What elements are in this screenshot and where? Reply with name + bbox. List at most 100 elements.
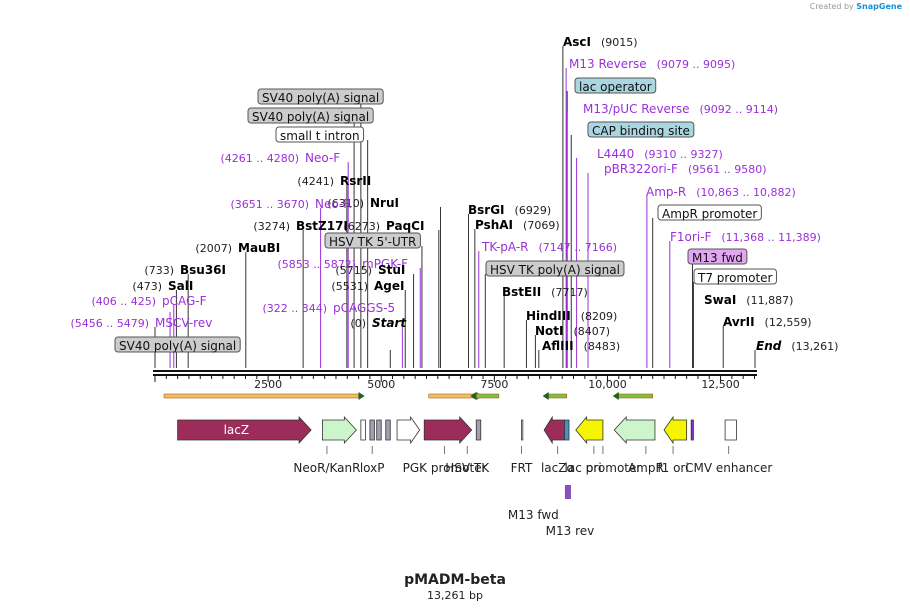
site-name: pCAGGS-5 xyxy=(333,301,395,315)
orf-arrowhead xyxy=(542,392,549,400)
site-name: M13/pUC Reverse xyxy=(583,102,690,116)
site-label-swai: SwaI(11,887) xyxy=(704,293,793,307)
site-label-start: Start(0) xyxy=(350,316,407,330)
site-name: AvrII xyxy=(723,315,755,329)
orf-arrowhead xyxy=(358,392,365,400)
site-label-small-t-intron: small t intron xyxy=(275,126,365,143)
feature-m13-fwd-tick xyxy=(690,419,694,441)
feature-cmv-enhancer xyxy=(724,419,737,441)
plasmid-name: pMADM-beta xyxy=(404,572,506,588)
site-label-mscv-rev: MSCV-rev(5456 .. 5479) xyxy=(70,316,212,330)
site-position: (5531) xyxy=(331,280,368,293)
site-name: Bsu36I xyxy=(180,263,226,277)
site-position: (9079 .. 9095) xyxy=(657,58,736,71)
site-name: HSV TK poly(A) signal xyxy=(490,263,620,277)
site-name: BsrGI xyxy=(468,203,505,217)
feature-hsv-tk xyxy=(423,415,473,445)
site-label-bstz17i: BstZ17I(3274) xyxy=(253,219,347,233)
site-label-agei: AgeI(5531) xyxy=(331,279,404,293)
site-name: pCAG-F xyxy=(162,294,207,308)
site-position: (8407) xyxy=(574,325,611,338)
feature-loxp xyxy=(360,419,366,441)
credit-prefix: Created by xyxy=(809,2,854,11)
orf-arrow xyxy=(163,393,359,399)
feature-label-frt: FRT xyxy=(511,461,533,475)
feature-lacz xyxy=(177,415,312,445)
site-position: (8209) xyxy=(581,310,618,323)
site-box xyxy=(257,88,384,105)
site-position: (9015) xyxy=(601,36,638,49)
feature-hsv-tk-polya xyxy=(475,419,482,441)
site-label-pcag-f: pCAG-F(406 .. 425) xyxy=(91,294,206,308)
site-name: AflIII xyxy=(542,339,574,353)
site-box xyxy=(275,126,365,143)
feature-pgk-promoter xyxy=(396,415,421,445)
feature-ampr xyxy=(613,415,656,445)
feature-label-ori: ori xyxy=(586,461,602,475)
site-position: (11,887) xyxy=(746,294,793,307)
site-position: (7069) xyxy=(523,219,560,232)
site-position: (3651 .. 3670) xyxy=(230,198,309,211)
site-name: BstEII xyxy=(502,285,541,299)
site-position: (5715) xyxy=(335,264,372,277)
site-position: (13,261) xyxy=(791,340,838,353)
feature-label-lac-promoter: lac promoter xyxy=(565,461,642,475)
site-name: HindIII xyxy=(526,309,571,323)
orf-arrows xyxy=(163,392,654,400)
site-name: NruI xyxy=(370,196,399,210)
site-label-pbr322ori-f: pBR322ori-F (9561 .. 9580) xyxy=(604,162,767,176)
ruler-label: 2500 xyxy=(254,378,282,391)
feature-small-box-3 xyxy=(385,419,391,441)
primer-label-m13-rev: M13 rev xyxy=(546,524,595,538)
feature-label-neor-kanr: NeoR/KanR xyxy=(293,461,360,475)
site-label-lac-operator: lac operator xyxy=(574,77,657,94)
feature-lac-promoter xyxy=(564,419,570,441)
feature-label-pgk-promoter: PGK promoter xyxy=(403,461,487,475)
site-label-rsrii: RsrII(4241) xyxy=(297,174,371,188)
site-position: (2007) xyxy=(195,242,232,255)
feature-label-loxp: loxP xyxy=(360,461,385,475)
site-position: (6273) xyxy=(343,220,380,233)
site-label-t7-promoter: T7 promoter xyxy=(693,268,777,285)
site-position: (322 .. 344) xyxy=(262,302,327,315)
site-position: (9092 .. 9114) xyxy=(700,103,779,116)
site-name: Neo-F xyxy=(305,151,340,165)
site-position: (473) xyxy=(132,280,162,293)
orf-arrowhead xyxy=(612,392,619,400)
site-position: (6929) xyxy=(515,204,552,217)
site-name: StuI xyxy=(378,263,405,277)
credit: Created by SnapGene xyxy=(810,2,902,11)
site-name: MauBI xyxy=(238,241,280,255)
site-label-pshai: PshAI (7069) xyxy=(475,218,560,232)
primer-label-m13-fwd: M13 fwd xyxy=(508,508,559,522)
site-name: F1ori-F xyxy=(670,230,711,244)
site-label-sv40-poly-a-signal: SV40 poly(A) signal xyxy=(114,336,241,353)
site-position: (733) xyxy=(144,264,174,277)
orf-arrow xyxy=(548,393,568,399)
site-name: AmpR promoter xyxy=(662,207,757,221)
site-label-m13-fwd: M13 fwd xyxy=(687,248,748,265)
primer-mark xyxy=(564,485,571,499)
site-name: PshAI xyxy=(475,218,513,232)
site-label-neo-f: Neo-F (4261 .. 4280) xyxy=(220,151,340,165)
site-label-afliii: AflIII(8483) xyxy=(542,339,620,353)
site-name: SV40 poly(A) signal xyxy=(262,91,379,105)
site-label-l4440: L4440(9310 .. 9327) xyxy=(597,147,723,161)
site-box xyxy=(247,107,374,124)
site-name: PaqCI xyxy=(386,219,424,233)
site-position: (4261 .. 4280) xyxy=(220,152,299,165)
site-label-nrui: NruI(6310) xyxy=(327,196,399,210)
site-name: Amp-R xyxy=(646,185,686,199)
site-name: pBR322ori-F xyxy=(604,162,678,176)
site-name: HSV TK 5'-UTR xyxy=(329,235,416,249)
feature-label-hsv-tk: HSV TK xyxy=(445,461,490,475)
site-name: MSCV-rev xyxy=(155,316,212,330)
site-label-f1ori-f: F1ori-F(11,368 .. 11,389) xyxy=(670,230,821,244)
site-lines xyxy=(154,46,756,368)
feature-neor-kanr xyxy=(322,415,357,445)
feature-inner-label: lacZ xyxy=(224,423,250,437)
site-position: (9561 .. 9580) xyxy=(688,163,767,176)
